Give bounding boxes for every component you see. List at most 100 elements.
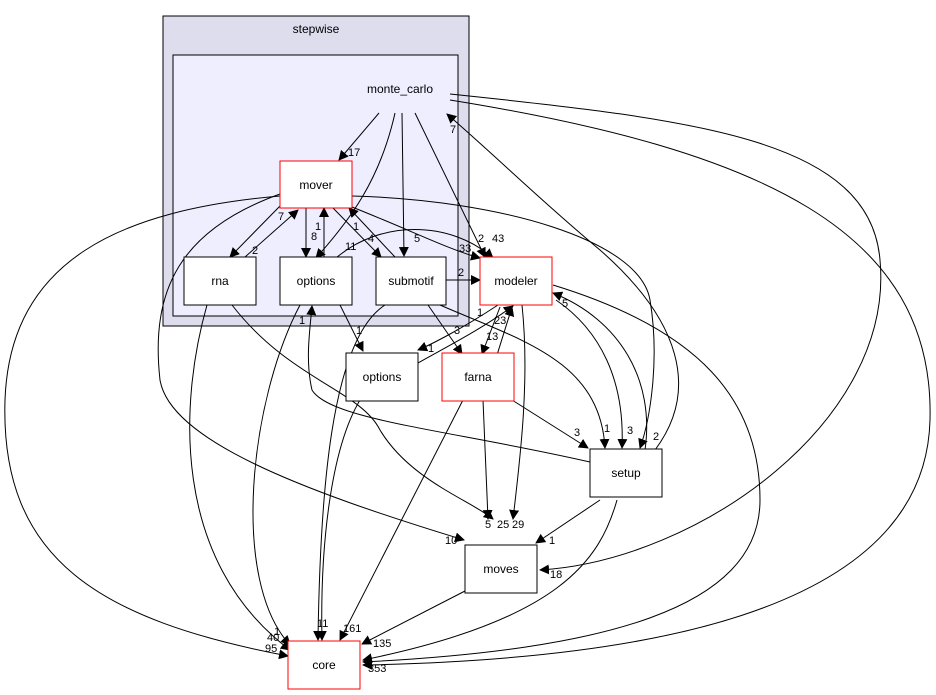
edge-label: 7 [450,124,456,136]
cluster-monte-carlo-label: monte_carlo [367,82,433,96]
edge-label: 1 [315,221,321,233]
edge-mc-moves [449,93,882,575]
edge-label: 1 [353,221,359,233]
edge-setup-mc [446,113,679,451]
edge-label: 1 [299,315,305,327]
edge-mc-core [362,99,931,670]
node-mover[interactable]: mover [279,160,353,209]
edge-label: 5 [562,298,568,310]
edge-label: 3 [454,325,460,337]
edge-submotif-mover [348,207,396,258]
edge-options-core [252,304,301,646]
edge-modeler-setup2 [555,299,628,449]
edge-options-options-outer [339,304,364,352]
edge-submotif-setup [439,304,610,449]
node-moves[interactable]: moves [464,544,538,594]
edge-mover-modeler [351,206,481,261]
edge-label: 1 [274,626,280,638]
node-moves-label: moves [483,562,518,576]
edge-labels: 17 7 2 7 8 1 11 4 1 5 33 2 43 2 1 1 1 1 … [252,124,659,675]
edge-label: 11 [345,241,356,253]
edge-rna-moves [231,304,494,520]
node-farna[interactable]: farna [441,352,515,402]
edge-farna-core [339,399,464,641]
edge-label: 29 [512,519,524,531]
node-setup[interactable]: setup [589,448,663,498]
edge-mc-submotif [398,112,409,257]
node-setup-label: setup [611,466,641,480]
edge-setup-core [362,499,618,664]
edge-label: 1 [477,307,483,319]
edge-label: 10 [445,535,457,547]
node-options-inner[interactable]: options [279,256,353,306]
edge-mc-modeler [414,112,486,258]
edge-mover-setup [351,195,655,449]
edge-label: 33 [459,243,471,255]
node-options-outer[interactable]: options [345,352,419,402]
edge-label: 1 [356,325,362,337]
node-options-inner-label: options [297,274,336,288]
edge-mover-submotif [332,207,382,258]
edge-label: 161 [343,623,361,635]
cluster-stepwise-label: stepwise [293,22,340,36]
edge-label: 1 [428,343,434,355]
edge-label: 17 [348,147,360,159]
edge-label: 4 [368,233,374,245]
edge-mc-mover [338,112,380,161]
edge-label: 135 [373,638,391,650]
edge-farna-modeler [496,306,515,356]
edge-label: 7 [278,211,284,223]
edge-label: 2 [478,233,484,245]
edge-options-outer-core [316,399,361,641]
edge-rna-mover [244,209,299,258]
edge-label: 11 [317,618,328,630]
edge-options-outer-modeler [417,305,514,364]
node-rna-label: rna [211,274,229,288]
node-submotif-label: submotif [388,274,434,288]
edge-submotif-core [313,304,386,641]
edge-label: 353 [368,663,386,675]
edge-submotif-farna [427,304,463,355]
edge-label: 43 [492,233,504,245]
edge-label: 3 [627,425,633,437]
node-options-outer-label: options [363,370,402,384]
edge-label: 5 [485,519,491,531]
edge-label: 2 [653,431,659,443]
edge-label: 18 [550,569,562,581]
edge-label: 95 [265,643,277,655]
edge-rna-core [189,304,291,651]
edge-label: 8 [311,231,317,243]
edge-modeler-farna [480,306,501,355]
node-farna-label: farna [464,370,492,384]
edges [4,93,931,670]
edge-modeler-core [362,284,761,667]
edge-label: 1 [549,535,555,547]
edge-label: 5 [414,233,420,245]
node-modeler-label: modeler [494,274,537,288]
edge-setup-options-inner [306,305,591,463]
node-submotif[interactable]: submotif [375,256,447,306]
node-modeler[interactable]: modeler [479,256,553,306]
edge-mover-core [4,195,289,660]
edge-label: 1 [604,423,610,435]
node-core-label: core [312,658,336,672]
edge-label: 3 [574,427,580,439]
edge-label: 23 [494,315,506,327]
edge-mover-moves [157,193,465,543]
edge-options-modeler [335,229,494,259]
edge-label: 2 [252,245,258,257]
edge-setup-moves [535,499,601,544]
edge-mover-rna [229,205,281,258]
edge-label: 13 [486,331,498,343]
edge-label: 2 [458,267,464,279]
edge-label: 25 [497,519,509,531]
edge-modeler-moves [509,304,526,520]
edge-moves-core [361,590,466,645]
edge-farna-moves [482,399,493,520]
node-mover-label: mover [299,178,332,192]
node-rna[interactable]: rna [183,256,257,306]
node-core[interactable]: core [287,640,361,690]
edge-farna-setup [511,399,589,449]
edge-label: 40 [267,632,279,644]
